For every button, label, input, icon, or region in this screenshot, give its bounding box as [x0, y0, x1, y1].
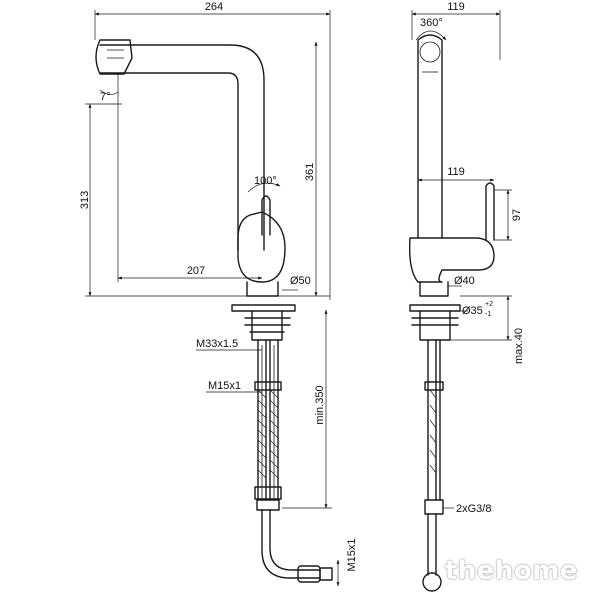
dimension-lines-side	[411, 10, 512, 509]
label-hole-tol-upper: +2	[485, 301, 493, 308]
dimension-lines-front	[85, 10, 340, 587]
label-base-diameter: Ø50	[290, 275, 311, 287]
label-side-reach: 119	[447, 166, 465, 178]
label-reach: 207	[187, 265, 205, 277]
front-hoses	[254, 339, 282, 511]
front-base	[231, 281, 296, 312]
label-hole-tol-lower: -1	[485, 311, 491, 318]
label-height-spout: 313	[79, 191, 91, 209]
side-lever	[485, 182, 495, 241]
side-hoses	[424, 339, 444, 515]
spray-head	[95, 39, 133, 75]
label-connection: 2xG3/8	[456, 503, 491, 515]
front-view	[85, 10, 340, 587]
label-handle-height: 97	[511, 209, 523, 221]
label-height-total: 361	[304, 163, 316, 181]
dimension-labels: 264 119 360° 7° 313 361 100° 119 97 207 …	[79, 1, 525, 572]
front-shank	[244, 310, 291, 341]
side-mixer-body	[408, 237, 495, 283]
label-side-base-diameter: Ø40	[454, 275, 475, 287]
label-thread-main: M33x1.5	[196, 338, 238, 350]
label-rotation: 360°	[420, 17, 443, 29]
label-lever-angle: 100°	[254, 175, 277, 187]
front-spout-outline	[99, 44, 265, 251]
label-spout-tilt: 7°	[100, 91, 111, 103]
front-lever	[261, 195, 271, 236]
watermark-logo: thehome	[444, 556, 578, 586]
side-view	[408, 10, 512, 592]
label-hole-diameter: Ø35	[462, 305, 483, 317]
side-spout-outline	[417, 34, 443, 239]
label-thread-outlet: M15x1	[346, 538, 358, 571]
side-pullout-hose	[427, 513, 437, 576]
label-max-thickness: max.40	[513, 328, 525, 364]
label-hose-length: min.350	[314, 385, 326, 424]
hose-weight	[297, 565, 321, 583]
label-width-total: 264	[205, 1, 223, 13]
side-shank	[411, 310, 459, 341]
label-side-width: 119	[447, 1, 465, 13]
pullout-hose	[261, 509, 321, 579]
label-thread-hose: M15x1	[208, 380, 241, 392]
